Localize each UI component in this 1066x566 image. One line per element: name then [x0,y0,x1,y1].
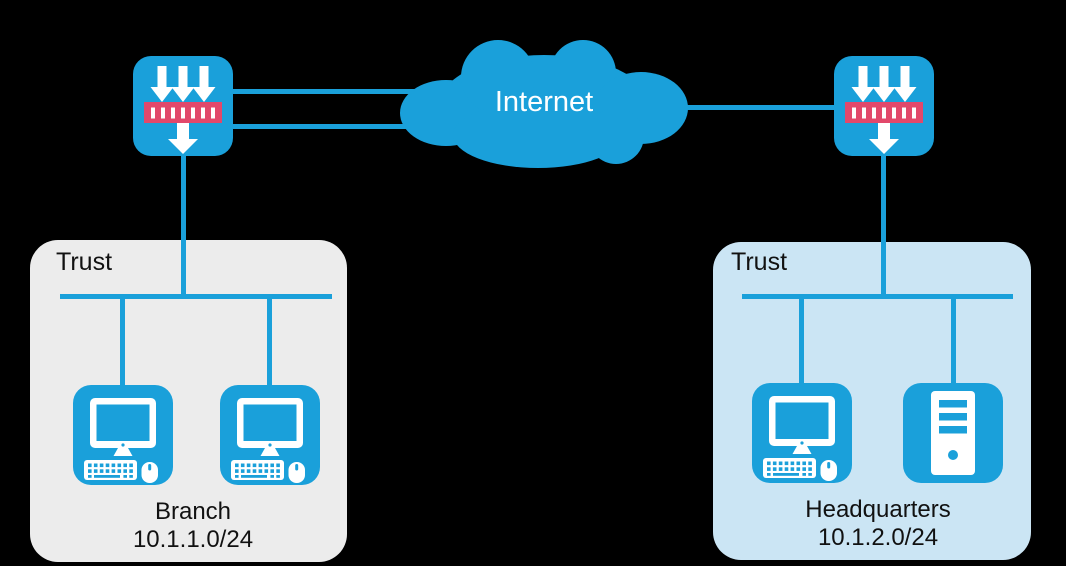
lan-bus-hq [742,294,1013,299]
site-label-headquarters: Headquarters [805,496,951,523]
host-drop-branch-pc1 [120,298,125,388]
wan-link-branch-2 [230,124,415,129]
host-drop-hq-server [951,298,956,386]
host-drop-branch-pc2 [267,298,272,388]
firewall-icon-branch [133,56,233,156]
zone-label-branch-trust: Trust [56,248,113,276]
subnet-label-branch: 10.1.1.0/24 [132,526,254,553]
pc-icon-branch-1 [73,385,173,485]
lan-drop-hq-firewall [881,155,886,299]
wan-link-branch-1 [230,89,415,94]
zone-label-hq-trust: Trust [731,248,788,276]
lan-drop-branch-firewall [181,155,186,299]
firewall-icon-hq [834,56,934,156]
internet-cloud-icon [398,33,690,173]
server-icon-hq [903,383,1003,483]
internet-label: Internet [494,86,594,118]
lan-bus-branch [60,294,332,299]
pc-icon-branch-2 [220,385,320,485]
pc-icon-hq [752,383,852,483]
wan-link-hq [662,105,834,110]
site-label-branch: Branch [154,498,232,525]
subnet-label-headquarters: 10.1.2.0/24 [817,524,939,551]
host-drop-hq-pc [799,298,804,386]
